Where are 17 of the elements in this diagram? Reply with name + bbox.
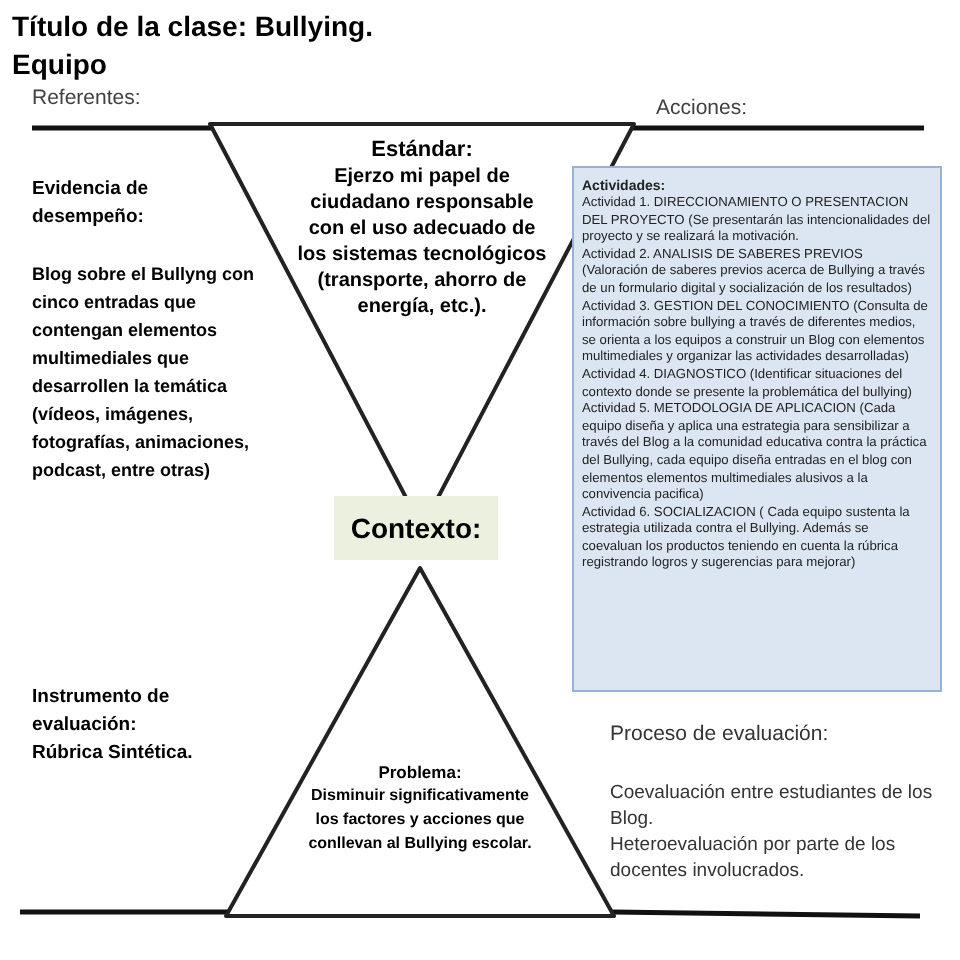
title: Título de la clase: Bullying.	[12, 8, 373, 46]
instrument-text: Rúbrica Sintética.	[32, 740, 195, 768]
evaluation-text: Heteroevaluación por parte de los docentes involucrados.	[610, 832, 898, 884]
problem-text: Disminuir significativamente los factores y acciones que conllevan al Bullying escolar.	[306, 784, 534, 856]
evidence-text: Blog sobre el Bullyng con cinco entradas que contengan elementos multimediales que desarrollen la temática (vídeos, imágenes, fotografías, animaciones, podcast, entre otras)	[32, 262, 257, 484]
context-box: Contexto:	[334, 496, 498, 560]
evidence-heading: Evidencia de desempeño:	[32, 176, 151, 232]
evaluation-heading: Proceso de evaluación:	[610, 720, 831, 750]
activities-panel	[572, 166, 942, 692]
section-label: Acciones:	[656, 94, 750, 124]
evaluation-text: Coevaluación entre estudiantes de los Blog.	[610, 780, 935, 832]
standard-text: Ejerzo mi papel de ciudadano responsable con el uso adecuado de los sistemas tecnológicos (transporte, ahorro de energía, etc.).	[295, 164, 549, 320]
problem-heading: Problema:	[378, 760, 462, 784]
team-heading: Equipo	[12, 46, 109, 84]
standard-heading: Estándar:	[371, 136, 473, 164]
instrument-heading: Instrumento de evaluación:	[32, 684, 172, 740]
section-label: Referentes:	[32, 84, 143, 114]
